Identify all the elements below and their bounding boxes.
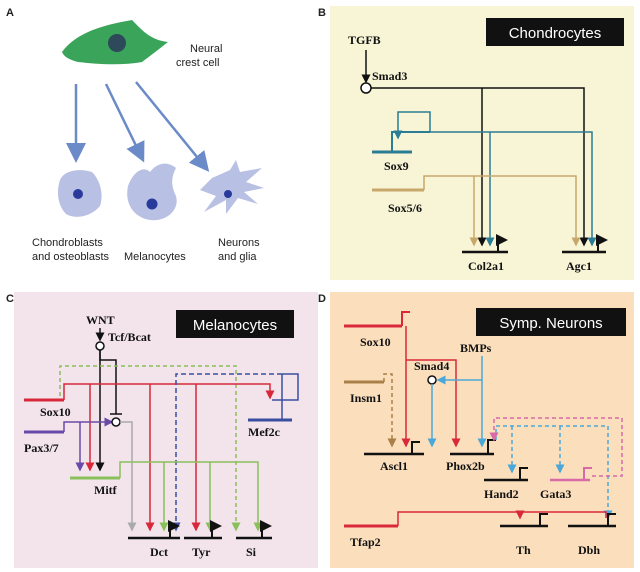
gene-dbh: Dbh [578,543,600,557]
gene-smad3: Smad3 [372,69,407,83]
gene-hand2: Hand2 [484,487,519,501]
neural-crest-label-line1: Neural [190,43,222,55]
symp-neurons-title-box [476,308,626,336]
gene-tcf: Tcf/Bcat [108,330,151,344]
panel-a: A Neural crest cell Chondroblasts and os… [6,7,264,263]
gene-bmps: BMPs [460,341,492,355]
chondroblast-cell-icon [58,170,102,217]
gene-sox10-d: Sox10 [360,335,391,349]
gene-wnt: WNT [86,313,115,327]
melanocyte-cell-icon [127,163,177,221]
chondrocytes-title: Chondrocytes [509,25,602,42]
tcf-node [95,341,105,351]
gene-col2a1: Col2a1 [468,259,504,273]
arrow-to-melanocytes [104,83,145,163]
gene-gata3: Gata3 [540,487,571,501]
chondroblasts-label-line2: and osteoblasts [32,251,110,263]
gene-ascl1: Ascl1 [380,459,408,473]
gene-agc1: Agc1 [566,259,592,273]
gene-tyr: Tyr [192,545,211,559]
gene-si: Si [246,545,257,559]
neural-crest-cell-icon [62,20,168,65]
gene-sox56: Sox5/6 [388,201,422,215]
pax-mitf-node [111,417,121,427]
gene-insm1: Insm1 [350,391,382,405]
chondroblasts-label-line1: Chondroblasts [32,237,103,249]
gene-mef2c: Mef2c [248,425,281,439]
melanocytes-label: Melanocytes [124,251,186,263]
smad4-node [427,375,437,385]
panel-d: D Symp. Neurons Sox10 BMPs Smad4 Insm1 A… [318,292,634,568]
gene-mitf: Mitf [94,483,118,497]
panel-b-label: B [318,7,326,19]
neuron-cell-icon [200,160,264,214]
gene-sox9: Sox9 [384,159,409,173]
gene-pax37: Pax3/7 [24,441,59,455]
melanocytes-title: Melanocytes [193,317,277,334]
neurons-label-line2: and glia [218,251,257,263]
panel-c-label: C [6,293,14,305]
arrow-to-neurons [135,81,210,172]
gene-sox10-c: Sox10 [40,405,71,419]
smad3-node [360,82,372,94]
neural-crest-label-line2: crest cell [176,57,219,69]
gene-th: Th [516,543,531,557]
gene-tgfb: TGFB [348,33,381,47]
melanocytes-title-box [176,310,294,338]
panel-a-label: A [6,7,14,19]
panel-c: C Melanocytes WNT Tcf/Bcat Sox10 Pax3/7 [6,292,318,568]
gene-phox2b: Phox2b [446,459,485,473]
panel-d-label: D [318,293,326,305]
gene-dct: Dct [150,545,168,559]
panel-b: B Chondrocytes TGFB Smad3 Sox9 Sox5/6 Co… [318,6,634,280]
gene-tfap2: Tfap2 [350,535,381,549]
neurons-label-line1: Neurons [218,237,260,249]
symp-neurons-title: Symp. Neurons [499,315,602,332]
chondrocytes-title-box [486,18,624,46]
gene-smad4: Smad4 [414,359,449,373]
